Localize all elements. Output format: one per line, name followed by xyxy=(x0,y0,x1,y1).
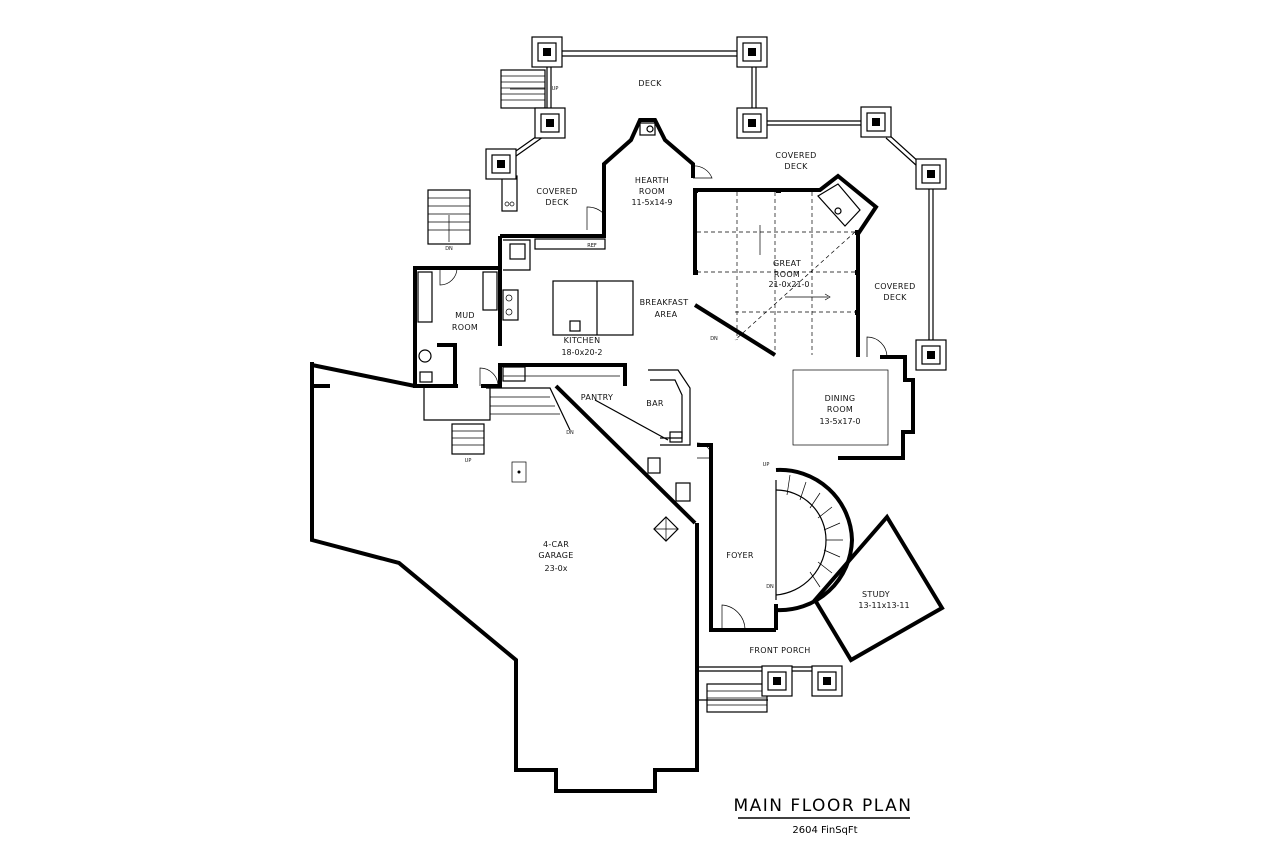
breakfast-area-label-2: AREA xyxy=(655,310,678,319)
foyer-label: FOYER xyxy=(726,551,754,560)
garage-stair-up-label: UP xyxy=(465,458,472,464)
post-10 xyxy=(811,665,843,697)
great-room-columns xyxy=(693,188,860,315)
covered-deck-right-label-2: DECK xyxy=(883,293,907,302)
foyer-curved-stair: UP DN xyxy=(763,462,854,613)
garage-stairs: UP DN xyxy=(423,386,574,483)
hearth-room-size: 11-5x14-9 xyxy=(631,198,672,207)
dining-room-label-1: DINING xyxy=(825,394,856,403)
covered-deck-right-label-1: COVERED xyxy=(874,282,915,291)
dining-room-size: 13-5x17-0 xyxy=(819,417,860,426)
mud-room-interior xyxy=(417,271,498,386)
mud-room-label-2: ROOM xyxy=(452,323,478,332)
stair-up-label: UP xyxy=(552,86,559,92)
hearth-room-label-2: ROOM xyxy=(639,187,665,196)
garage-label-2: GARAGE xyxy=(538,551,573,560)
study-size: 13-11x13-11 xyxy=(858,601,909,610)
kitchen-label: KITCHEN xyxy=(564,336,601,345)
great-room-ceiling xyxy=(697,192,856,355)
garage-label-1: 4-CAR xyxy=(543,540,569,549)
great-room-fireplace xyxy=(817,183,861,227)
dining-room-label-2: ROOM xyxy=(827,405,853,414)
bar-pantry xyxy=(594,369,691,542)
deck-posts xyxy=(485,36,947,697)
breakfast-area-label-1: BREAKFAST xyxy=(640,298,689,307)
bar-label: BAR xyxy=(646,399,664,408)
covered-deck-top-label-1: COVERED xyxy=(775,151,816,160)
garage-size: 23-0x xyxy=(545,564,568,573)
mud-room-label-1: MUD xyxy=(455,311,475,320)
plan-subtitle: 2604 FinSqFt xyxy=(792,825,857,836)
kitchen-fixtures: REF xyxy=(502,238,634,382)
post-8 xyxy=(915,339,947,371)
hearth-room-label-1: HEARTH xyxy=(635,176,669,185)
dining-ceiling xyxy=(792,369,889,446)
exterior-walls xyxy=(310,118,945,793)
post-1 xyxy=(531,36,563,68)
covered-deck-left-label-2: DECK xyxy=(545,198,569,207)
pantry-label: PANTRY xyxy=(581,393,613,402)
covered-deck-outline xyxy=(766,120,934,342)
ref-label: REF xyxy=(587,243,597,249)
kitchen-size: 18-0x20-2 xyxy=(561,348,602,357)
door-swings xyxy=(439,165,888,631)
hearth-fireplace xyxy=(639,122,656,136)
covered-deck-top-label-2: DECK xyxy=(784,162,808,171)
front-porch-label: FRONT PORCH xyxy=(749,646,810,655)
study-label: STUDY xyxy=(862,590,890,599)
great-room-dn-label: DN xyxy=(710,336,718,342)
front-porch: DN xyxy=(696,336,815,713)
deck-stair-upper: UP xyxy=(500,69,559,109)
stair-dn-label: DN xyxy=(445,246,453,252)
left-covered-deck-stairs: DN xyxy=(427,175,518,252)
great-room-label-1: GREAT xyxy=(773,259,801,268)
deck-label: DECK xyxy=(638,79,662,88)
post-4 xyxy=(736,107,768,139)
post-3 xyxy=(534,107,566,139)
post-9 xyxy=(761,665,793,697)
main-stair-up-label: UP xyxy=(763,462,770,468)
great-room-size: 21-0x21-0 xyxy=(768,280,809,289)
covered-deck-left-label-1: COVERED xyxy=(536,187,577,196)
post-6 xyxy=(485,148,517,180)
post-7 xyxy=(915,158,947,190)
deck-outline xyxy=(505,50,757,162)
plan-title: MAIN FLOOR PLAN xyxy=(733,796,912,816)
great-room-label-2: ROOM xyxy=(774,270,800,279)
main-stair-dn-label: DN xyxy=(766,584,774,590)
basement-stair-dn-label: DN xyxy=(566,430,574,436)
post-2 xyxy=(736,36,768,68)
post-5 xyxy=(860,106,892,138)
